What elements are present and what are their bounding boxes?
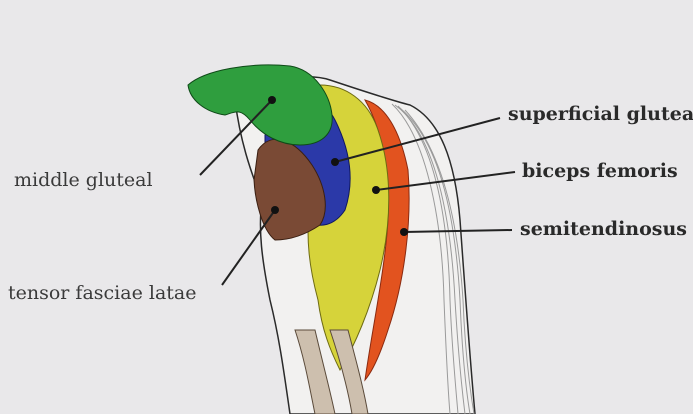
- label-tensor-fasciae-latae: tensor fasciae latae: [8, 284, 196, 303]
- label-superficial-gluteal: superficial gluteal: [508, 105, 693, 124]
- pin-superficial-gluteal: [331, 158, 339, 166]
- pin-tensor-fasciae-latae: [271, 206, 279, 214]
- label-biceps-femoris: biceps femoris: [522, 162, 678, 181]
- label-middle-gluteal: middle gluteal: [14, 171, 153, 190]
- pin-semitendinosus: [400, 228, 408, 236]
- pin-biceps-femoris: [372, 186, 380, 194]
- label-semitendinosus: semitendinosus: [520, 220, 687, 239]
- pin-middle-gluteal: [268, 96, 276, 104]
